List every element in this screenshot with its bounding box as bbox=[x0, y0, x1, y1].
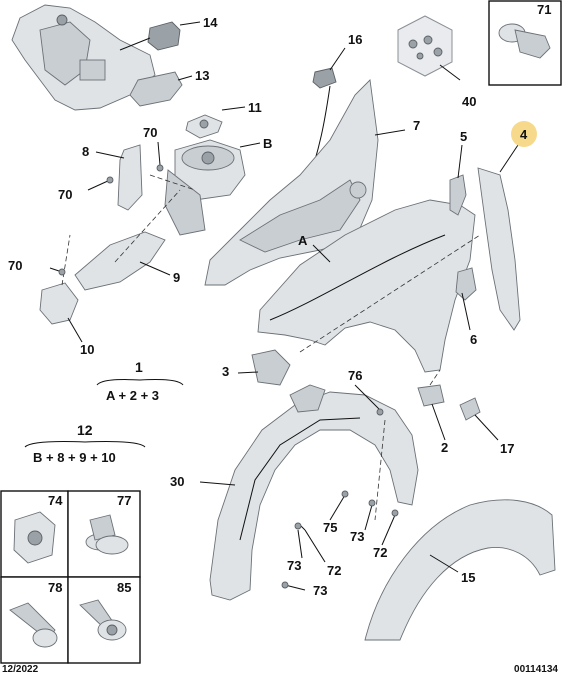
part-71-clip bbox=[498, 23, 551, 59]
label-10: 10 bbox=[80, 342, 94, 357]
part-14-clip bbox=[119, 21, 181, 51]
footer-date: 12/2022 bbox=[2, 664, 39, 675]
label-78: 78 bbox=[48, 580, 62, 595]
part-17-clip bbox=[459, 397, 481, 421]
label-8: 8 bbox=[82, 144, 89, 159]
formula-12-text: B + 8 + 9 + 10 bbox=[33, 450, 116, 465]
label-76: 76 bbox=[348, 368, 362, 383]
part-78-bolt bbox=[9, 602, 58, 648]
label-72-b: 72 bbox=[327, 563, 341, 578]
part-11-cap bbox=[185, 114, 223, 139]
part-upper-bracket-assembly bbox=[11, 4, 156, 111]
label-70-b: 70 bbox=[58, 187, 72, 202]
part-labels: 14 13 11 B 8 70 70 16 7 40 71 5 4 A 6 9 … bbox=[8, 2, 551, 598]
part-7-inner-panel bbox=[204, 79, 379, 286]
label-16: 16 bbox=[348, 32, 362, 47]
part-8-bracket bbox=[117, 144, 143, 211]
footer-reference: 00114134 bbox=[514, 664, 558, 675]
part-15-arch-trim bbox=[364, 499, 556, 641]
formula-1-number: 1 bbox=[135, 359, 143, 375]
label-72-a: 72 bbox=[373, 545, 387, 560]
label-11: 11 bbox=[248, 100, 262, 115]
part-4-seal-strip bbox=[477, 167, 521, 331]
label-40: 40 bbox=[462, 94, 476, 109]
label-70-c: 70 bbox=[8, 258, 22, 273]
label-6: 6 bbox=[470, 332, 477, 347]
label-B: B bbox=[263, 136, 272, 151]
label-17: 17 bbox=[500, 441, 514, 456]
formula-12: 12 B + 8 + 9 + 10 bbox=[24, 422, 146, 465]
label-73-a: 73 bbox=[350, 529, 364, 544]
label-5: 5 bbox=[460, 129, 467, 144]
part-85-screw bbox=[79, 599, 127, 641]
part-30-wheel-arch-liner bbox=[209, 384, 419, 601]
screw-markers bbox=[58, 164, 399, 589]
label-73-b: 73 bbox=[287, 558, 301, 573]
part-2-bracket bbox=[417, 384, 445, 407]
label-4: 4 bbox=[520, 127, 528, 142]
label-71: 71 bbox=[537, 2, 551, 17]
label-3: 3 bbox=[222, 364, 229, 379]
assembly-dashes bbox=[61, 174, 481, 521]
label-15: 15 bbox=[461, 570, 475, 585]
part-3-bracket bbox=[251, 349, 291, 386]
label-13: 13 bbox=[195, 68, 209, 83]
formula-12-number: 12 bbox=[77, 422, 93, 438]
formula-1: 1 A + 2 + 3 bbox=[96, 359, 184, 403]
part-6-bracket bbox=[455, 267, 477, 301]
part-9-liner bbox=[74, 231, 166, 291]
label-2: 2 bbox=[441, 440, 448, 455]
label-A: A bbox=[298, 233, 308, 248]
part-74-nut-clip bbox=[13, 511, 56, 564]
formula-1-text: A + 2 + 3 bbox=[106, 388, 159, 403]
part-B-strut-housing bbox=[164, 139, 246, 236]
part-40-hardware-kit bbox=[397, 15, 453, 77]
fastener-grid: 74 77 78 85 bbox=[0, 490, 141, 664]
highlight-4 bbox=[511, 121, 537, 147]
label-14: 14 bbox=[203, 15, 218, 30]
part-77-push-clip bbox=[85, 514, 129, 555]
part-10-bracket bbox=[39, 282, 79, 325]
label-75: 75 bbox=[323, 520, 337, 535]
label-73-c: 73 bbox=[313, 583, 327, 598]
label-70-a: 70 bbox=[143, 125, 157, 140]
label-9: 9 bbox=[173, 270, 180, 285]
label-74: 74 bbox=[48, 493, 63, 508]
part-5-bracket bbox=[449, 174, 467, 216]
part-13-bracket bbox=[129, 71, 183, 107]
label-85: 85 bbox=[117, 580, 131, 595]
label-7: 7 bbox=[413, 118, 420, 133]
label-77: 77 bbox=[117, 493, 131, 508]
label-30: 30 bbox=[170, 474, 184, 489]
